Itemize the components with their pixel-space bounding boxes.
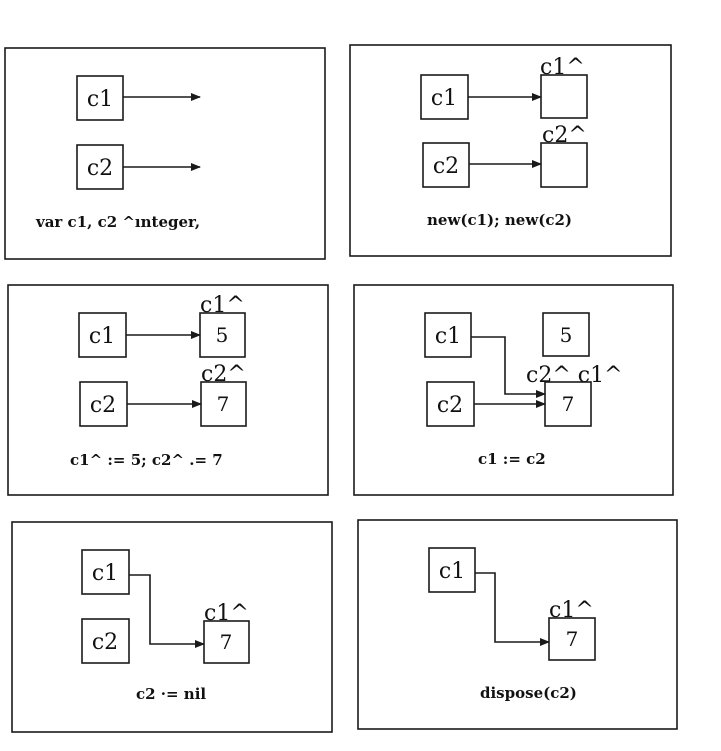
panel-frame bbox=[353, 284, 674, 496]
panel-frame bbox=[349, 44, 672, 257]
heap-cell-c1 bbox=[540, 74, 588, 119]
arrow-c1-to-cell bbox=[129, 574, 205, 648]
heap-cell-c1 bbox=[199, 312, 246, 358]
panel-pointer-copy: c1 5 c2^ c1^ 7 c2 c1 := c2 bbox=[353, 284, 674, 496]
pointer-var-c2-box bbox=[81, 618, 130, 664]
panel-caption: new(c1); new(c2) bbox=[427, 211, 572, 229]
arrow-c1-to-shared-cell bbox=[471, 336, 546, 398]
panel-frame bbox=[11, 521, 333, 733]
pointer-var-c1-box bbox=[424, 312, 472, 358]
panel-frame bbox=[357, 519, 678, 730]
pointer-var-c2-label: c2 bbox=[90, 393, 116, 418]
panel-caption: dispose(c2) bbox=[480, 684, 577, 702]
pointer-var-c1-label: c1 bbox=[431, 86, 457, 111]
panel-frame bbox=[4, 47, 326, 260]
pointer-var-c2-box bbox=[422, 142, 470, 188]
pointer-var-c1-box bbox=[420, 74, 469, 120]
pointer-var-c1-label: c1 bbox=[435, 324, 461, 349]
panel-dispose: c1 c1^ 7 dispose(c2) bbox=[357, 519, 678, 730]
pointer-var-c1-label: c1 bbox=[87, 87, 113, 112]
pointer-var-c1-label: c1 bbox=[92, 561, 118, 586]
panel-caption: c1 := c2 bbox=[478, 450, 546, 468]
heap-cell-c1-value: 7 bbox=[566, 627, 579, 651]
pointer-var-c2-label: c2 bbox=[87, 156, 113, 181]
pointer-var-c1-label: c1 bbox=[89, 324, 115, 349]
pointer-var-c1-label: c1 bbox=[439, 559, 465, 584]
pointer-var-c2-label: c2 bbox=[437, 393, 463, 418]
shared-heap-cell bbox=[544, 381, 592, 427]
heap-cell-c1 bbox=[203, 620, 250, 664]
panel-new: c1 c1^ c2 c2^ new(c1); new(c2) bbox=[349, 44, 672, 257]
heap-cell-c1-value: 7 bbox=[220, 630, 233, 654]
heap-cell-c1-value: 5 bbox=[216, 323, 229, 347]
heap-cell-c2-value: 7 bbox=[217, 392, 230, 416]
heap-cell-c2 bbox=[540, 142, 588, 188]
arrow-c1-to-cell bbox=[475, 572, 550, 646]
panel-nil: c1 c1^ 7 c2 c2 ·= nil bbox=[11, 521, 333, 733]
panel-caption: c2 ·= nil bbox=[136, 685, 206, 703]
pointer-var-c2-label: c2 bbox=[433, 154, 459, 179]
pointer-var-c2-box bbox=[426, 381, 475, 427]
pointer-var-c2-label: c2 bbox=[92, 630, 118, 655]
orphan-cell bbox=[542, 312, 590, 357]
panel-assign-values: c1 c1^ 5 c2 c2^ 7 c1^ := 5; c2^ .= 7 bbox=[7, 284, 329, 496]
heap-cell-c1 bbox=[548, 617, 596, 661]
pointer-var-c1-box bbox=[81, 549, 130, 595]
panel-caption: c1^ := 5; c2^ .= 7 bbox=[70, 451, 223, 469]
panel-caption: var c1, c2 ^ınteger, bbox=[35, 213, 200, 231]
heap-cell-c2 bbox=[200, 381, 247, 427]
pointer-var-c1-box bbox=[76, 75, 124, 121]
panel-declaration: c1 c2 var c1, c2 ^ınteger, bbox=[4, 47, 326, 260]
orphan-cell-value: 5 bbox=[560, 323, 573, 347]
panel-frame bbox=[7, 284, 329, 496]
pointer-var-c1-box bbox=[428, 547, 476, 593]
shared-heap-cell-value: 7 bbox=[562, 392, 575, 416]
